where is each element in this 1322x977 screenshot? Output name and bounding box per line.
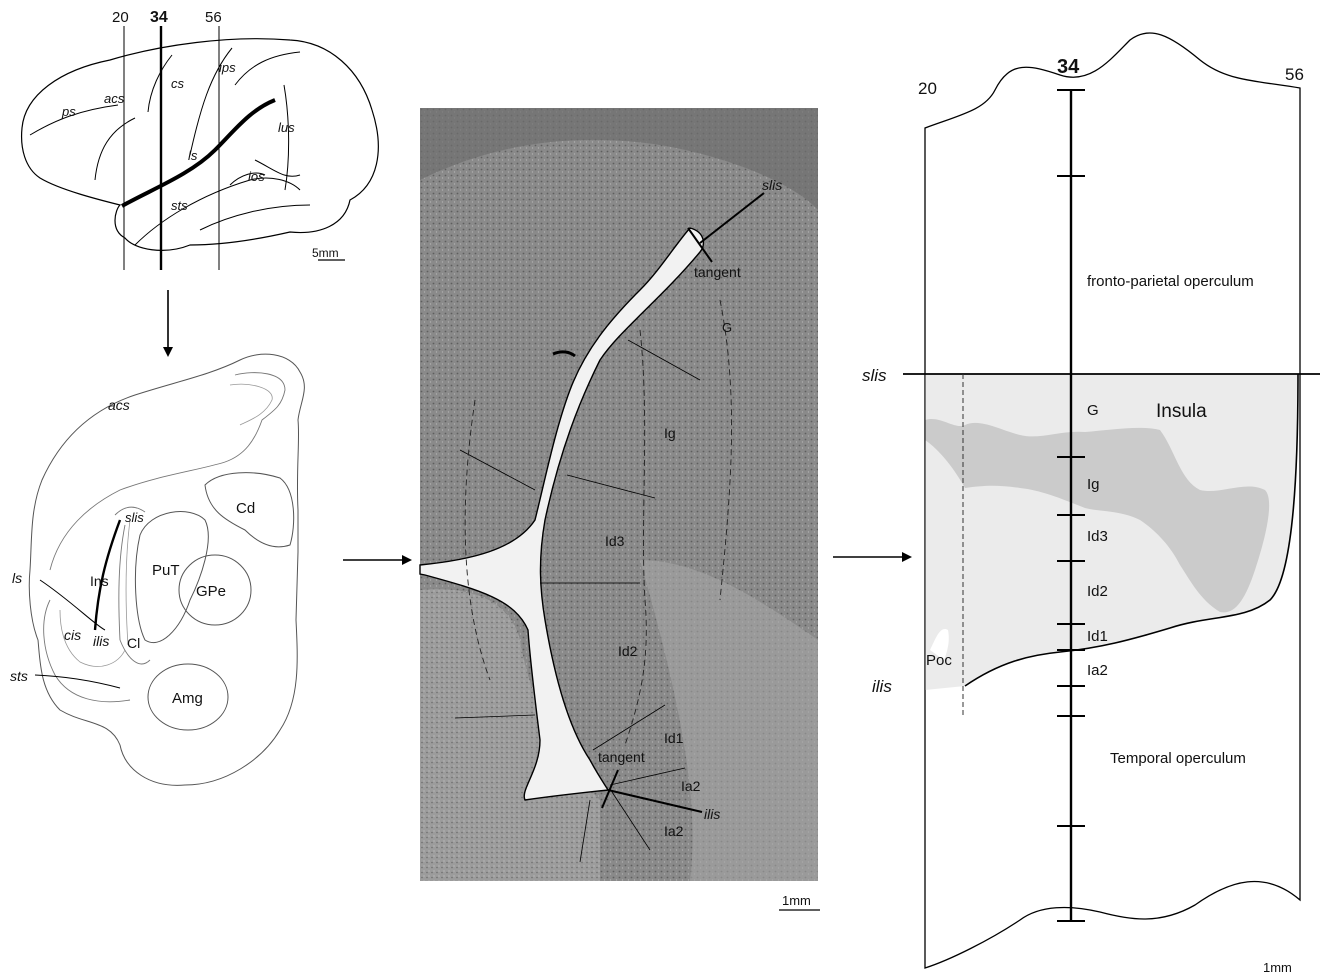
insula-label: Insula	[1156, 401, 1207, 422]
schematic-ilis-label: ilis	[872, 677, 892, 696]
poc-label: Poc	[926, 652, 952, 669]
brain-outline	[22, 39, 379, 251]
micro-label-id2: Id2	[618, 643, 638, 659]
micro-label-id3: Id3	[605, 533, 625, 549]
schematic-num-34: 34	[1057, 56, 1080, 78]
coronal-label-ilis: ilis	[93, 633, 109, 649]
coronal-label-cis: cis	[64, 627, 81, 643]
sulcus-label-lus: lus	[278, 120, 295, 135]
schematic-panel: 20 34 56 fronto-parietal operculum slis …	[862, 33, 1320, 975]
coronal-label-slis: slis	[125, 510, 144, 525]
fronto-parietal-label: fronto-parietal operculum	[1087, 273, 1254, 290]
micro-label-slis: slis	[762, 177, 782, 193]
micro-label-ig: Ig	[664, 425, 676, 441]
coronal-label-ls: ls	[12, 570, 22, 586]
micro-label-ia2-b: Ia2	[664, 823, 684, 839]
sulcus-label-ps: ps	[61, 104, 76, 119]
schematic-id3-label: Id3	[1087, 528, 1108, 545]
brain-lateral-view: 20 34 56 ps acs cs ips ls lus ios sts 5m…	[22, 9, 379, 270]
micro-label-g: G	[722, 320, 732, 335]
micro-label-tangent-top: tangent	[694, 264, 741, 280]
coronal-label-gpe: GPe	[196, 583, 226, 600]
sulcus-label-ls: ls	[188, 148, 198, 163]
temporal-operculum-label: Temporal operculum	[1110, 750, 1246, 767]
micro-label-id1: Id1	[664, 730, 684, 746]
sulcus-label-acs: acs	[104, 91, 125, 106]
schematic-ig-label: Ig	[1087, 476, 1100, 493]
schematic-g-label: G	[1087, 402, 1099, 419]
coronal-label-cd: Cd	[236, 500, 255, 517]
sulcus-label-cs: cs	[171, 76, 185, 91]
sulcus-label-ios: ios	[248, 169, 265, 184]
micro-label-ilis: ilis	[704, 806, 720, 822]
schematic-id1-label: Id1	[1087, 628, 1108, 645]
coronal-label-cl: Cl	[127, 635, 140, 651]
schematic-num-56: 56	[1285, 65, 1304, 84]
schematic-id2-label: Id2	[1087, 583, 1108, 600]
schematic-slis-label: slis	[862, 366, 887, 385]
coronal-section: acs slis Cd ls Ins PuT GPe cis ilis Cl s…	[10, 354, 304, 785]
coronal-label-amg: Amg	[172, 690, 203, 707]
section-number-56: 56	[205, 9, 222, 26]
micro-label-tangent-bottom: tangent	[598, 749, 645, 765]
brain-scale-label: 5mm	[312, 246, 339, 260]
schematic-num-20: 20	[918, 79, 937, 98]
coronal-label-ins: Ins	[90, 573, 109, 589]
coronal-label-acs: acs	[108, 397, 130, 413]
section-number-34: 34	[150, 9, 168, 26]
micro-label-ia2-a: Ia2	[681, 778, 701, 794]
schematic-ia2-label: Ia2	[1087, 662, 1108, 679]
micrograph-panel: slis tangent G Ig Id3 Id2 Id1 tangent Ia…	[420, 108, 820, 910]
micro-scale-label: 1mm	[782, 893, 811, 908]
schematic-scale-label: 1mm	[1263, 960, 1292, 975]
sulcus-label-ips: ips	[219, 60, 236, 75]
sulcus-label-sts: sts	[171, 198, 188, 213]
section-number-20: 20	[112, 9, 129, 26]
coronal-label-put: PuT	[152, 562, 180, 579]
coronal-label-sts: sts	[10, 668, 28, 684]
